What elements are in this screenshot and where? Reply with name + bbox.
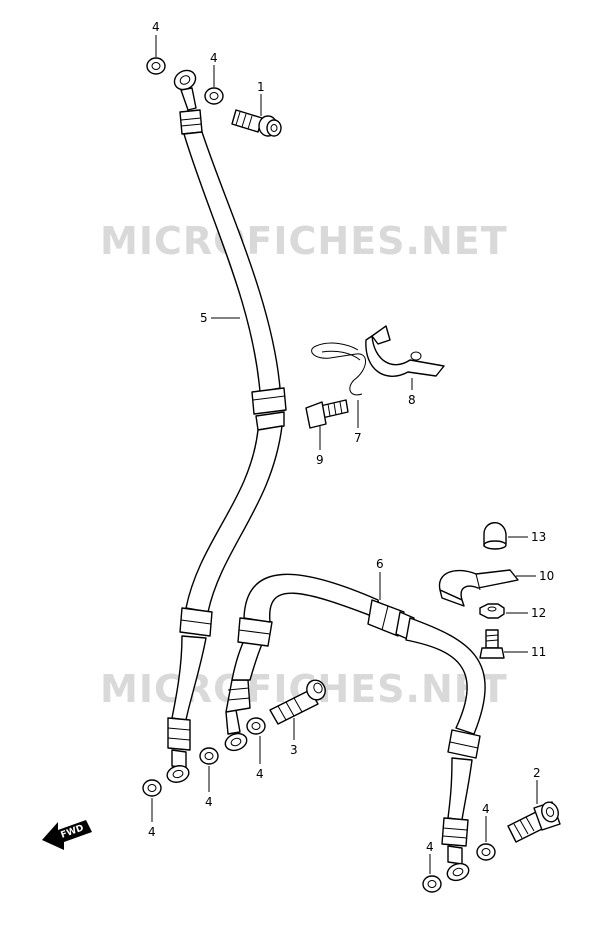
callout-4-left-bottom: 4 bbox=[148, 825, 156, 839]
callout-5: 5 bbox=[200, 311, 208, 325]
callout-4-middle-a: 4 bbox=[205, 795, 213, 809]
callout-4-top-right: 4 bbox=[210, 51, 218, 65]
washer-4-right-b bbox=[422, 875, 442, 893]
callout-6: 6 bbox=[376, 557, 384, 571]
union-bolt-2 bbox=[507, 801, 561, 843]
callout-4-top-left: 4 bbox=[152, 20, 160, 34]
washer-4-left-bottom bbox=[142, 779, 162, 797]
hose-clamp-10 bbox=[438, 569, 519, 607]
callout-4-right-b: 4 bbox=[426, 840, 434, 854]
watermark-top: MICROFICHES.NET bbox=[100, 219, 508, 263]
washer-4-middle-b bbox=[246, 717, 266, 735]
callout-9: 9 bbox=[316, 453, 324, 467]
washer-4-right-a bbox=[476, 843, 496, 861]
callout-4-middle-b: 4 bbox=[256, 767, 264, 781]
washer-4-top-left bbox=[146, 57, 166, 75]
union-bolt-1 bbox=[231, 109, 282, 137]
washer-4-top-right bbox=[204, 87, 224, 105]
brake-hose-6 bbox=[224, 573, 486, 882]
callout-10: 10 bbox=[539, 569, 554, 583]
union-bolt-3 bbox=[269, 679, 326, 725]
bolt-9 bbox=[305, 399, 349, 429]
bolt-11 bbox=[479, 629, 505, 659]
callout-2: 2 bbox=[533, 766, 541, 780]
callout-13: 13 bbox=[531, 530, 546, 544]
cap-nut-13 bbox=[483, 522, 507, 550]
callout-12: 12 bbox=[531, 606, 546, 620]
nut-12 bbox=[479, 603, 505, 619]
callout-11: 11 bbox=[531, 645, 546, 659]
hose-clip-7 bbox=[311, 342, 366, 396]
callout-8: 8 bbox=[408, 393, 416, 407]
callout-7: 7 bbox=[354, 431, 362, 445]
callout-4-right-a: 4 bbox=[482, 802, 490, 816]
washer-4-middle-a bbox=[199, 747, 219, 765]
leader-lines bbox=[151, 35, 538, 874]
hose-clamp-8 bbox=[365, 325, 445, 377]
callout-3: 3 bbox=[290, 743, 298, 757]
brake-hose-5 bbox=[166, 69, 287, 783]
forward-direction-marker: FWD bbox=[42, 820, 92, 850]
callout-1: 1 bbox=[257, 80, 265, 94]
